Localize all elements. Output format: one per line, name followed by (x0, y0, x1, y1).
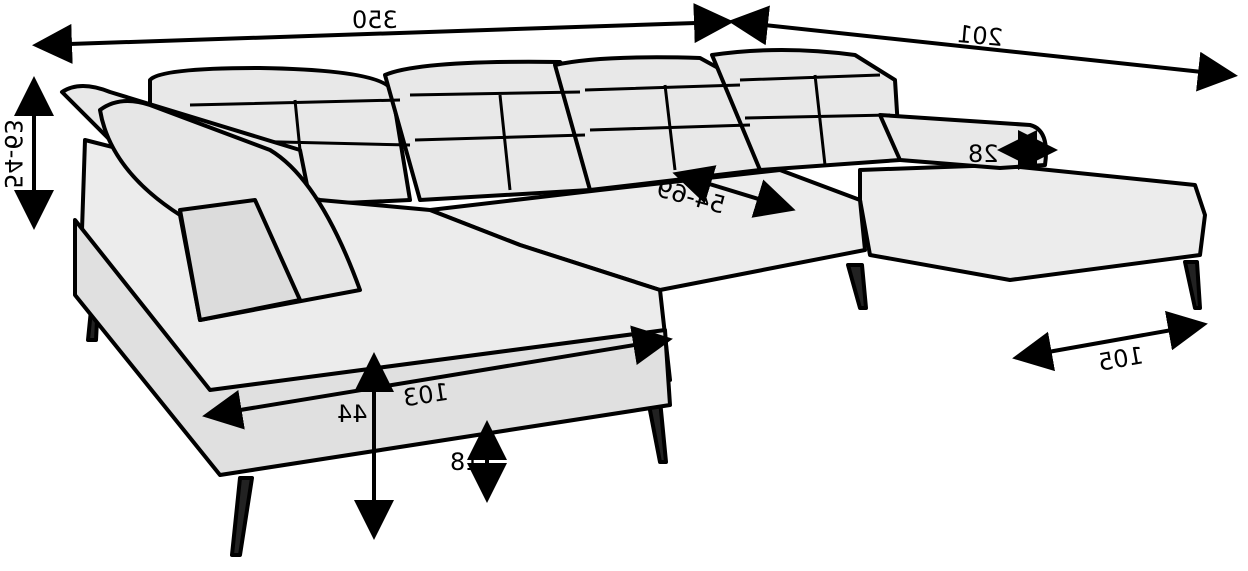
dim-arrow-right-depth (728, 5, 1238, 92)
leg (230, 476, 254, 557)
dim-seat-height: 44 (337, 400, 368, 428)
leg (1183, 260, 1202, 310)
right-chaise (858, 163, 1207, 282)
dim-arrow-seat-depth (672, 165, 796, 218)
dim-armrest-width: 28 (968, 140, 999, 168)
dim-leg-height: 18 (450, 448, 481, 476)
dim-arrow-width (32, 3, 734, 64)
dim-arrow-left-depth (202, 325, 673, 430)
leg (846, 263, 868, 310)
dim-height: 54-63 (0, 119, 27, 189)
dim-right-depth: 201 (955, 20, 1004, 52)
right-armrest (878, 113, 1048, 170)
left-arm-block (178, 198, 302, 322)
dim-total-width: 350 (352, 6, 398, 34)
dim-arrow-chaise (1012, 310, 1208, 372)
